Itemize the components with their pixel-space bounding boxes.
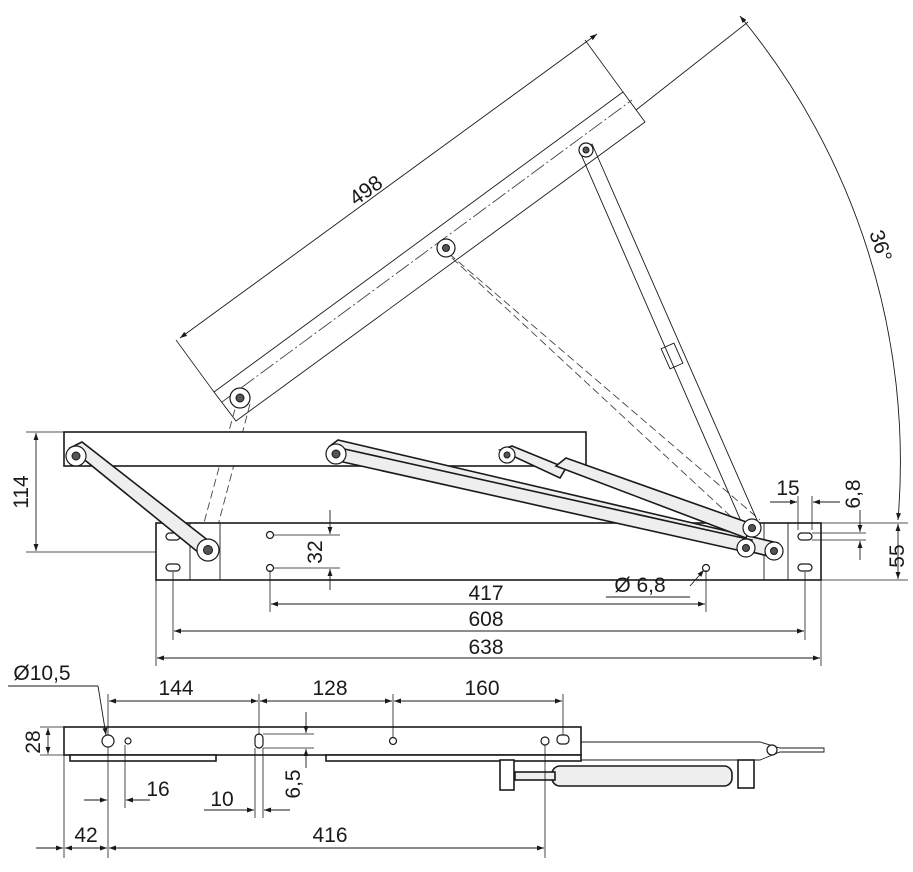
- closed-position: [63, 431, 822, 581]
- dim-bracket-height: 55: [886, 544, 909, 567]
- dim-slot-width: 15: [776, 477, 799, 500]
- dim-overall-length: 638: [468, 636, 503, 659]
- dim-depth-28: 28: [22, 730, 45, 753]
- dim-417: 417: [468, 582, 503, 605]
- dim-10: 10: [210, 788, 233, 811]
- side-bar: [63, 726, 582, 756]
- side-hole-large: [101, 734, 115, 748]
- side-foot-left: [69, 754, 217, 762]
- bracket-slot: [797, 532, 813, 541]
- side-arm: [580, 741, 825, 761]
- dim-608: 608: [468, 608, 503, 631]
- dim-hole-large: Ø10,5: [13, 662, 70, 685]
- dim-128: 128: [312, 677, 347, 700]
- dim-opening-angle: 36°: [864, 227, 896, 264]
- side-spring-rod: [514, 771, 556, 781]
- bracket-slot: [797, 563, 813, 572]
- ghost-front-arm-b: [451, 257, 753, 537]
- side-foot-right: [325, 754, 582, 762]
- dim-hole-small: Ø 6,8: [614, 574, 665, 597]
- raised-lid-outline: [213, 91, 646, 422]
- side-gas-spring: [551, 765, 733, 787]
- dim-arm-length: 498: [345, 171, 387, 210]
- dim-160: 160: [464, 677, 499, 700]
- side-spring-mount-right: [737, 759, 755, 789]
- dim-416: 416: [312, 824, 347, 847]
- open-position-ghost: [76, 91, 765, 553]
- dim-height: 114: [10, 475, 33, 509]
- side-spring-mount: [499, 759, 515, 791]
- ghost-front-arm-a: [439, 245, 761, 521]
- side-view: [63, 726, 825, 791]
- side-slot: [254, 733, 264, 749]
- bracket-slot: [165, 563, 181, 572]
- raised-lid-centerline: [221, 99, 633, 403]
- dim-42: 42: [74, 824, 97, 847]
- dim-vertical-spacing: 32: [304, 540, 327, 563]
- lid-bar: [63, 431, 587, 467]
- dim-144: 144: [158, 677, 193, 700]
- ghost-spring-collar: [660, 342, 684, 370]
- dim-slot-height: 6,8: [842, 479, 865, 508]
- ghost-gas-spring: [579, 143, 758, 529]
- mount-hole: [265, 530, 275, 540]
- dim-16: 16: [146, 778, 169, 801]
- dim-6-5: 6,5: [282, 769, 305, 798]
